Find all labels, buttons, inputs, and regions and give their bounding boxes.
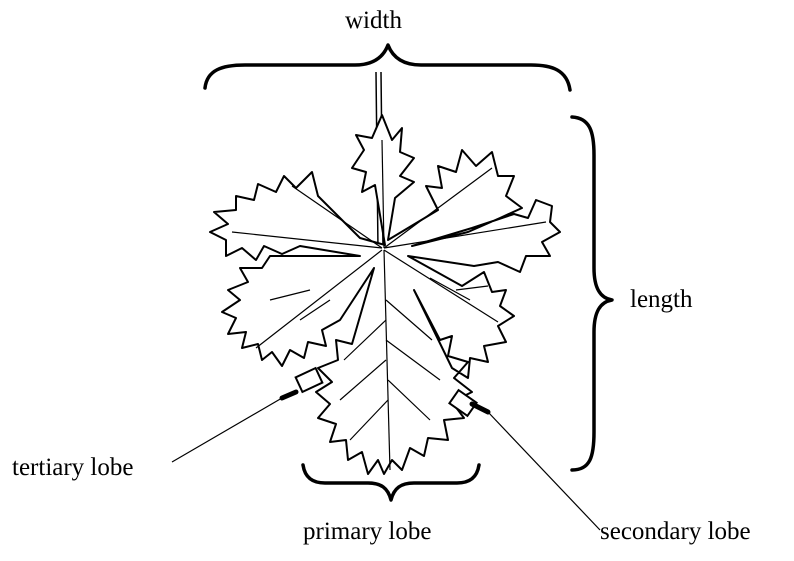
- length-label: length: [630, 287, 693, 312]
- length-brace: [572, 117, 612, 470]
- secondary-lobe-marker: [449, 390, 600, 530]
- width-label: width: [345, 8, 402, 33]
- secondary-lobe-label: secondary lobe: [600, 519, 751, 544]
- tertiary-lobe-label: tertiary lobe: [12, 455, 133, 480]
- width-brace: [205, 45, 570, 90]
- primary-lobe-label: primary lobe: [303, 519, 431, 544]
- primary-lobe-brace: [303, 465, 479, 500]
- tertiary-lobe-marker: [172, 368, 322, 462]
